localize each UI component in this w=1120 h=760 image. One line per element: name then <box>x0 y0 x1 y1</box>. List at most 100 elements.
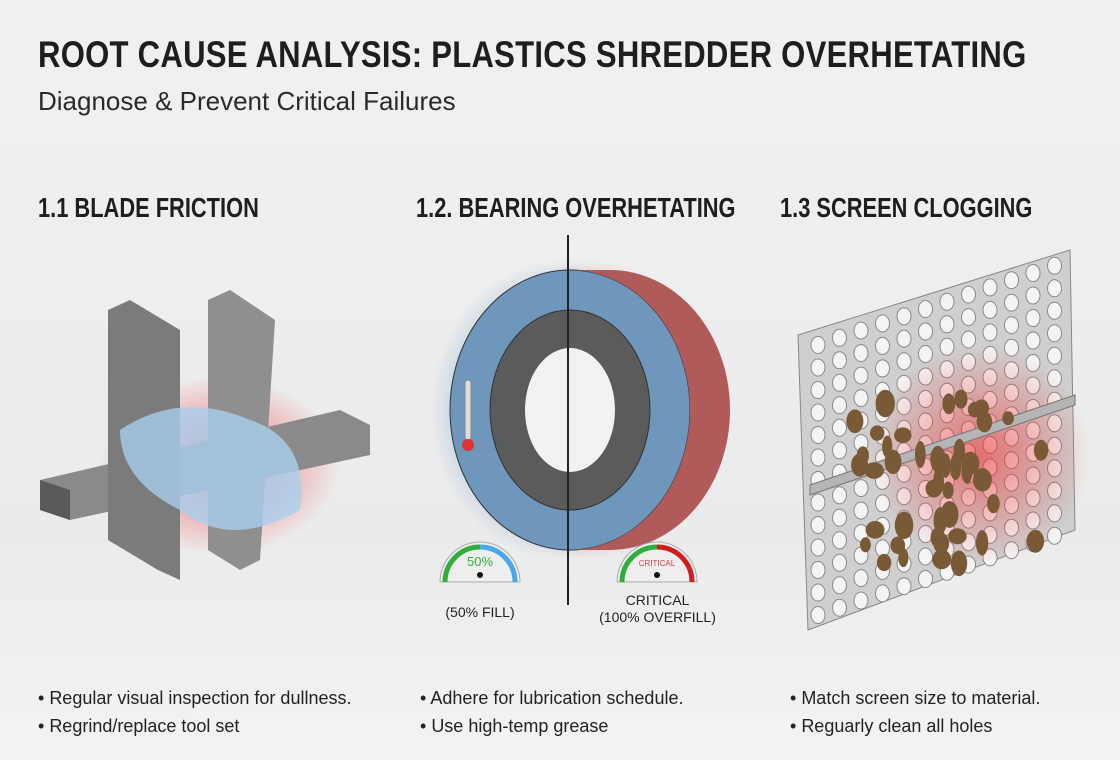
screen-hole <box>918 570 933 588</box>
screen-hole <box>853 321 869 340</box>
screen-hole <box>982 323 998 342</box>
bullet-item: Use high-temp grease <box>420 712 683 740</box>
clog-debris <box>856 446 869 465</box>
clog-debris <box>933 533 950 554</box>
screen-hole <box>939 315 955 334</box>
bullet-item: Adhere for lubrication schedule. <box>420 684 683 712</box>
screen-hole <box>832 373 847 392</box>
clog-debris <box>860 537 871 553</box>
clog-debris <box>1033 439 1049 461</box>
screen-hole <box>832 576 847 595</box>
bullet-item: Match screen size to material. <box>790 684 1040 712</box>
screen-hole <box>1025 309 1041 327</box>
screen-hole <box>1025 286 1041 305</box>
screen-hole <box>875 359 890 378</box>
clog-debris <box>930 445 946 473</box>
screen-hole <box>961 285 976 304</box>
gauge-label-critical: CRITICAL (100% OVERFILL) <box>595 592 720 626</box>
screen-hole <box>853 344 869 363</box>
screen-hole <box>810 448 826 467</box>
clogged-screen-illustration <box>797 249 1090 631</box>
screen-hole <box>853 591 869 610</box>
gauge-label-line2: (100% OVERFILL) <box>599 609 716 625</box>
section-heading-screen: 1.3 SCREEN CLOGGING <box>780 192 1033 223</box>
blade-friction-illustration <box>40 290 370 580</box>
screen-hole <box>875 584 890 603</box>
screen-hole <box>810 403 826 422</box>
screen-hole <box>832 328 847 347</box>
screen-hole <box>939 292 955 311</box>
screen-hole <box>853 366 869 385</box>
screen-hole <box>918 300 933 318</box>
bullet-item: Regular visual inspection for dullness. <box>38 684 351 712</box>
screen-hole <box>982 278 998 297</box>
page-subtitle: Diagnose & Prevent Critical Failures <box>38 86 456 116</box>
clog-debris <box>878 394 890 409</box>
gauge-50-percent: 50% <box>439 541 521 583</box>
bullet-item: Reguarly clean all holes <box>790 712 1040 740</box>
clog-debris <box>942 481 954 500</box>
screen-hole <box>1047 301 1062 320</box>
screen-hole <box>832 396 847 415</box>
screen-hole <box>1004 271 1019 290</box>
screen-hole <box>1047 256 1062 275</box>
clog-debris <box>894 511 914 540</box>
gauge-critical: CRITICAL <box>616 541 698 583</box>
clog-debris <box>869 425 885 441</box>
blade-bullets: Regular visual inspection for dullness. … <box>38 684 351 740</box>
screen-hole <box>832 441 847 460</box>
clog-debris <box>1002 411 1014 426</box>
screen-hole <box>896 307 912 326</box>
screen-hole <box>918 322 933 341</box>
clog-debris <box>948 528 967 545</box>
screen-hole <box>1047 324 1062 343</box>
gauge-label-50: (50% FILL) <box>445 604 515 620</box>
clog-debris <box>925 479 943 498</box>
screen-hole <box>1025 264 1041 282</box>
clog-debris <box>898 548 909 568</box>
screen-hole <box>1047 279 1062 298</box>
screen-hole <box>810 583 826 602</box>
clog-debris <box>967 401 982 418</box>
screen-hole <box>832 351 847 370</box>
clog-debris <box>1026 529 1045 553</box>
screen-hole <box>982 300 998 319</box>
screen-hole <box>832 508 847 527</box>
screen-hole <box>810 561 826 579</box>
clog-debris <box>864 462 884 479</box>
screen-hole <box>810 516 826 534</box>
section-heading-blade-friction: 1.1 BLADE FRICTION <box>38 192 259 223</box>
screen-hole <box>853 389 869 408</box>
screen-hole <box>810 493 826 512</box>
screen-hole <box>875 314 890 333</box>
gauge-value: CRITICAL <box>639 559 676 568</box>
bearing-bullets: Adhere for lubrication schedule. Use hig… <box>420 684 683 740</box>
clog-debris <box>876 553 892 572</box>
gauge-value: 50% <box>467 554 493 569</box>
section-heading-bearing: 1.2. BEARING OVERHETATING <box>416 192 736 223</box>
screen-hole <box>832 486 847 505</box>
screen-hole <box>875 336 890 355</box>
clog-debris <box>987 494 1000 514</box>
clog-debris <box>950 453 962 480</box>
screen-hole <box>810 606 826 624</box>
clog-debris <box>975 530 989 556</box>
screen-hole <box>853 479 869 498</box>
clog-debris <box>950 550 968 577</box>
bullet-item: Regrind/replace tool set <box>38 712 351 740</box>
screen-hole <box>1004 293 1019 312</box>
screen-bullets: Match screen size to material. Reguarly … <box>790 684 1040 740</box>
screen-hole <box>1025 331 1041 350</box>
clog-debris <box>846 409 864 434</box>
clog-debris <box>954 389 968 409</box>
screen-hole <box>810 358 826 377</box>
clog-debris <box>940 501 959 528</box>
page-title: ROOT CAUSE ANALYSIS: PLASTICS SHREDDER O… <box>38 34 1027 75</box>
clog-debris <box>961 456 973 484</box>
screen-hole <box>810 336 826 354</box>
clog-debris <box>942 393 956 415</box>
clog-debris <box>976 411 993 433</box>
clog-debris <box>932 549 952 570</box>
clog-debris <box>865 520 885 539</box>
screen-hole <box>896 329 912 348</box>
